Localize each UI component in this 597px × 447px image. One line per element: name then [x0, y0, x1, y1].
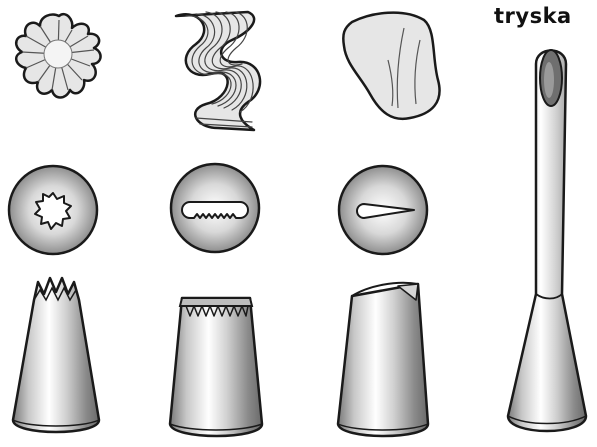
star-nozzle-opening [9, 166, 97, 254]
ribbon-nozzle-opening [171, 164, 259, 252]
long-tube-nozzle [508, 50, 586, 431]
leaf-nozzle-side [338, 283, 428, 436]
star-icing-center [44, 40, 72, 68]
ribbon-icing-sample [176, 12, 260, 130]
ribbon-nozzle-side [170, 298, 262, 436]
star-nozzle-side [13, 278, 99, 432]
nozzle-label: tryska [494, 4, 572, 28]
leaf-nozzle-opening [339, 166, 427, 254]
leaf-icing-sample [343, 13, 439, 119]
